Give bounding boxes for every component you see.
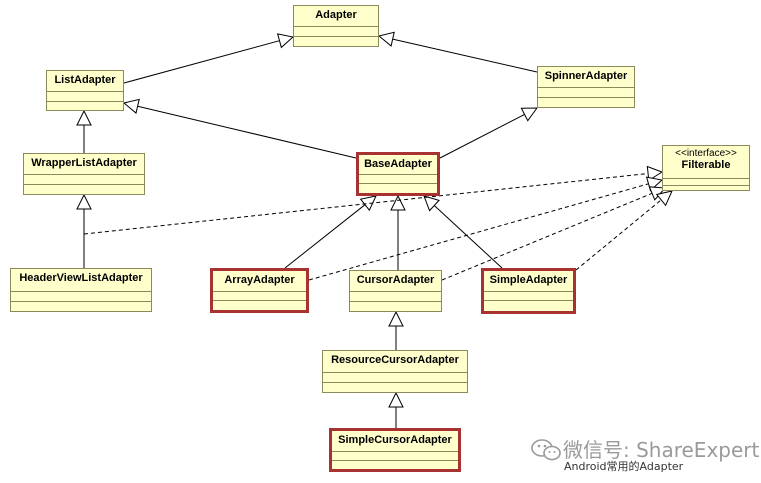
class-divider xyxy=(359,174,437,175)
class-divider xyxy=(213,291,306,292)
class-divider xyxy=(484,291,573,292)
class-divider xyxy=(538,87,634,88)
class-cursor-adapter: CursorAdapter xyxy=(349,270,442,312)
class-adapter: Adapter xyxy=(293,5,379,47)
stereotype-label: <<interface>> xyxy=(675,148,737,159)
hollow-arrowhead xyxy=(388,391,404,408)
watermark-title: 微信号: ShareExpert xyxy=(563,438,760,462)
hollow-arrowhead xyxy=(76,193,92,210)
class-divider xyxy=(24,184,144,185)
wechat-icon xyxy=(531,439,561,461)
realization-line xyxy=(83,172,649,235)
class-wrapper-list-adapter: WrapperListAdapter xyxy=(23,153,145,195)
generalization-line xyxy=(123,40,280,84)
class-name: BaseAdapter xyxy=(364,158,432,170)
class-divider xyxy=(350,301,441,302)
class-divider xyxy=(294,36,378,37)
class-filterable-interface: <<interface>> Filterable xyxy=(662,145,750,191)
generalization-line xyxy=(137,105,357,159)
hollow-arrowhead xyxy=(359,195,377,212)
class-spinner-adapter: SpinnerAdapter xyxy=(537,66,635,108)
class-divider xyxy=(663,178,749,179)
class-divider xyxy=(332,460,458,461)
hollow-arrowhead xyxy=(390,194,406,211)
class-divider xyxy=(213,300,306,301)
class-divider xyxy=(11,291,151,292)
hollow-arrowhead xyxy=(388,310,404,327)
class-name: ArrayAdapter xyxy=(224,274,295,286)
realization-line xyxy=(441,192,653,281)
class-divider xyxy=(47,101,123,102)
class-header-view-list-adapter: HeaderViewListAdapter xyxy=(10,268,152,312)
generalization-line xyxy=(439,113,525,159)
class-divider xyxy=(24,174,144,175)
class-divider xyxy=(323,372,467,373)
class-name: ResourceCursorAdapter xyxy=(331,354,459,366)
class-name: Adapter xyxy=(315,9,357,21)
hollow-arrowhead xyxy=(423,195,440,212)
class-name: CursorAdapter xyxy=(356,274,435,286)
class-divider xyxy=(484,300,573,301)
class-name: HeaderViewListAdapter xyxy=(19,272,143,284)
class-simple-cursor-adapter: SimpleCursorAdapter xyxy=(329,428,461,472)
generalization-line xyxy=(284,204,366,269)
class-name: WrapperListAdapter xyxy=(31,157,137,169)
class-name: SimpleAdapter xyxy=(489,274,568,286)
class-divider xyxy=(350,291,441,292)
class-divider xyxy=(323,382,467,383)
generalization-line xyxy=(433,205,503,269)
class-list-adapter: ListAdapter xyxy=(46,70,124,111)
class-name: SpinnerAdapter xyxy=(544,70,628,82)
hollow-arrowhead xyxy=(520,107,538,122)
realization-line xyxy=(575,199,662,271)
class-divider xyxy=(359,183,437,184)
realization-line xyxy=(308,183,649,281)
hollow-arrowhead xyxy=(655,190,673,207)
class-simple-adapter: SimpleAdapter xyxy=(481,268,576,314)
hollow-arrowhead xyxy=(646,165,664,182)
hollow-arrowhead xyxy=(122,98,140,114)
hollow-arrowhead xyxy=(76,109,92,126)
watermark-caption: Android常用的Adapter xyxy=(564,460,684,473)
generalization-line xyxy=(392,38,538,73)
class-name: Filterable xyxy=(681,159,731,171)
class-divider xyxy=(332,451,458,452)
class-divider xyxy=(294,26,378,27)
class-divider xyxy=(11,301,151,302)
class-divider xyxy=(47,91,123,92)
class-name: SimpleCursorAdapter xyxy=(338,434,452,446)
watermark: 微信号: ShareExpert Android常用的Adapter xyxy=(530,432,759,476)
hollow-arrowhead xyxy=(276,33,295,49)
class-divider xyxy=(538,97,634,98)
class-base-adapter: BaseAdapter xyxy=(356,152,440,196)
class-array-adapter: ArrayAdapter xyxy=(210,268,309,313)
class-divider xyxy=(663,185,749,186)
hollow-arrowhead xyxy=(377,31,395,47)
class-name: ListAdapter xyxy=(54,74,116,86)
class-resource-cursor-adapter: ResourceCursorAdapter xyxy=(322,350,468,393)
